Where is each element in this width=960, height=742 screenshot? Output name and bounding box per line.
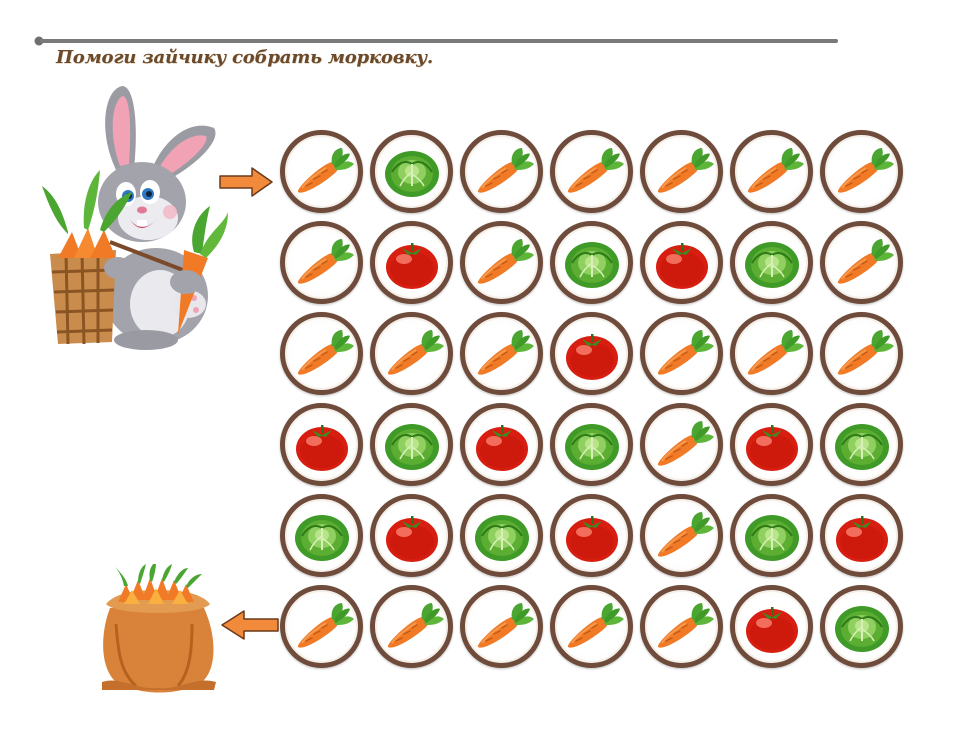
carrot-sack-icon — [102, 564, 216, 693]
carrot-icon — [657, 329, 714, 375]
cell-r2-c2[interactable] — [370, 221, 453, 304]
cell-r6-c1[interactable] — [280, 585, 363, 668]
cabbage-icon — [834, 423, 889, 470]
carrot-icon — [477, 147, 534, 193]
cell-r4-c2[interactable] — [370, 403, 453, 486]
cell-r1-c1[interactable] — [280, 130, 363, 213]
carrot-icon — [657, 147, 714, 193]
carrot-icon — [747, 329, 804, 375]
carrot-icon — [477, 329, 534, 375]
tomato-icon — [295, 424, 348, 471]
cell-r6-c7[interactable] — [820, 585, 903, 668]
cell-r5-c6[interactable] — [730, 494, 813, 577]
carrot-icon — [477, 602, 534, 648]
tomato-icon — [385, 515, 438, 562]
cell-r4-c3[interactable] — [460, 403, 543, 486]
cell-r3-c4[interactable] — [550, 312, 633, 395]
tomato-icon — [565, 515, 618, 562]
arrow-right-icon — [219, 167, 273, 197]
tomato-icon — [745, 606, 798, 653]
cell-r3-c1[interactable] — [280, 312, 363, 395]
carrot-icon — [297, 147, 354, 193]
tomato-icon — [385, 242, 438, 289]
tomato-icon — [475, 424, 528, 471]
cell-r3-c2[interactable] — [370, 312, 453, 395]
cell-r5-c5[interactable] — [640, 494, 723, 577]
carrot-icon — [837, 329, 894, 375]
cell-r4-c4[interactable] — [550, 403, 633, 486]
cabbage-icon — [834, 605, 889, 652]
cabbage-icon — [474, 514, 529, 561]
cell-r3-c5[interactable] — [640, 312, 723, 395]
carrot-icon — [657, 511, 714, 557]
cell-r6-c5[interactable] — [640, 585, 723, 668]
cabbage-icon — [294, 514, 349, 561]
tomato-icon — [745, 424, 798, 471]
cell-r6-c4[interactable] — [550, 585, 633, 668]
cell-r3-c7[interactable] — [820, 312, 903, 395]
cell-r3-c3[interactable] — [460, 312, 543, 395]
cell-r5-c1[interactable] — [280, 494, 363, 577]
tomato-icon — [835, 515, 888, 562]
cell-r6-c2[interactable] — [370, 585, 453, 668]
game-board — [280, 130, 903, 668]
cell-r5-c4[interactable] — [550, 494, 633, 577]
cell-r4-c5[interactable] — [640, 403, 723, 486]
cell-r5-c3[interactable] — [460, 494, 543, 577]
carrot-icon — [477, 238, 534, 284]
cabbage-icon — [384, 423, 439, 470]
tomato-icon — [655, 242, 708, 289]
cell-r2-c7[interactable] — [820, 221, 903, 304]
cell-r1-c7[interactable] — [820, 130, 903, 213]
carrot-icon — [837, 238, 894, 284]
cell-r1-c2[interactable] — [370, 130, 453, 213]
carrot-icon — [297, 329, 354, 375]
carrot-icon — [657, 602, 714, 648]
cell-r4-c7[interactable] — [820, 403, 903, 486]
carrot-icon — [657, 420, 714, 466]
carrot-icon — [567, 147, 624, 193]
cell-r2-c6[interactable] — [730, 221, 813, 304]
cell-r2-c1[interactable] — [280, 221, 363, 304]
carrot-icon — [747, 147, 804, 193]
cell-r2-c3[interactable] — [460, 221, 543, 304]
cell-r3-c6[interactable] — [730, 312, 813, 395]
carrot-icon — [387, 602, 444, 648]
carrot-icon — [837, 147, 894, 193]
header-rule — [34, 36, 838, 46]
carrot-icon — [297, 238, 354, 284]
tomato-icon — [565, 333, 618, 380]
cabbage-icon — [384, 150, 439, 197]
cell-r1-c6[interactable] — [730, 130, 813, 213]
cabbage-icon — [564, 241, 619, 288]
page-title: Помоги зайчику собрать морковку. — [56, 47, 433, 68]
arrow-left-icon — [221, 610, 279, 640]
carrot-icon — [297, 602, 354, 648]
cell-r2-c4[interactable] — [550, 221, 633, 304]
cell-r6-c6[interactable] — [730, 585, 813, 668]
cell-r4-c1[interactable] — [280, 403, 363, 486]
cabbage-icon — [744, 241, 799, 288]
carrot-icon — [387, 329, 444, 375]
cell-r5-c7[interactable] — [820, 494, 903, 577]
cell-r4-c6[interactable] — [730, 403, 813, 486]
cabbage-icon — [564, 423, 619, 470]
cell-r6-c3[interactable] — [460, 585, 543, 668]
cell-r1-c3[interactable] — [460, 130, 543, 213]
bunny-with-basket-icon — [42, 86, 228, 350]
cell-r1-c4[interactable] — [550, 130, 633, 213]
cell-r2-c5[interactable] — [640, 221, 723, 304]
cell-r5-c2[interactable] — [370, 494, 453, 577]
cell-r1-c5[interactable] — [640, 130, 723, 213]
carrot-icon — [567, 602, 624, 648]
cabbage-icon — [744, 514, 799, 561]
